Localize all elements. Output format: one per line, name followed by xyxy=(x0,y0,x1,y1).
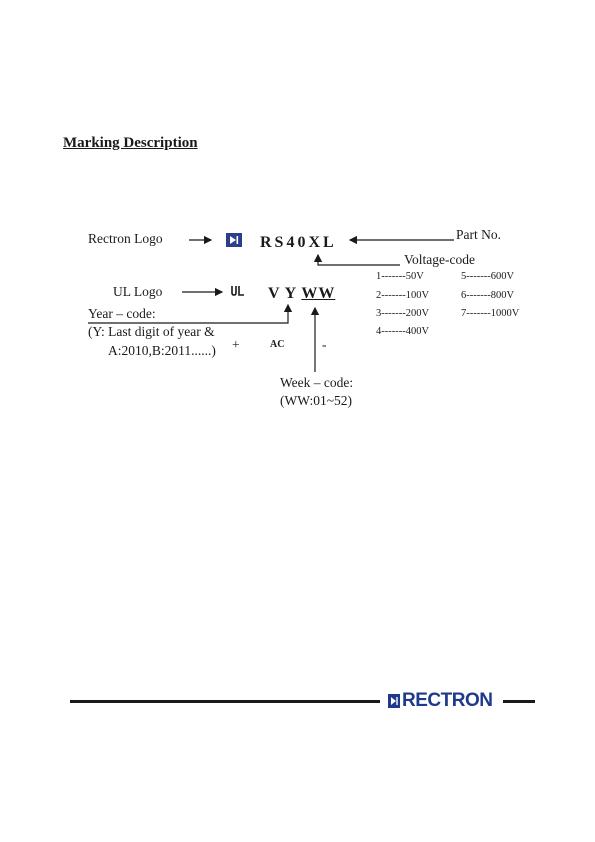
ac-terminal: AC xyxy=(270,339,285,350)
voltage-code-item: 1-------50V xyxy=(376,271,424,282)
date-code-marking: V Y WW xyxy=(268,285,335,303)
brand-name: RECTRON xyxy=(402,690,493,711)
plus-terminal: + xyxy=(232,337,240,352)
voltage-code-item: 3-------200V xyxy=(376,308,430,319)
voltage-code-item: 5-------600V xyxy=(461,271,515,282)
week-code-range: (WW:01~52) xyxy=(280,393,353,408)
voltage-code-label: Voltage-code xyxy=(404,252,475,267)
part-no-label: Part No. xyxy=(456,227,501,242)
year-code-desc: (Y: Last digit of year & xyxy=(88,324,215,339)
year-code-example: A:2010,B:2011......) xyxy=(108,343,216,358)
minus-terminal: - xyxy=(322,337,327,352)
voltage-code-item: 7-------1000V xyxy=(461,308,520,319)
week-code-label: Week – code: xyxy=(280,375,354,390)
voltage-code-item: 6-------800V xyxy=(461,290,515,301)
year-code-marking: V Y xyxy=(268,285,302,302)
voltage-code-item: 4-------400V xyxy=(376,326,430,337)
ul-logo-label: UL Logo xyxy=(113,284,163,299)
rectron-diode-logo-icon xyxy=(226,233,242,247)
rectron-logo-label: Rectron Logo xyxy=(88,231,163,246)
ul-recognized-mark-icon xyxy=(230,284,246,303)
year-code-label: Year – code: xyxy=(88,306,156,321)
page-title: Marking Description xyxy=(63,135,198,151)
voltage-code-item: 2-------100V xyxy=(376,290,430,301)
rectron-brand-logo-icon xyxy=(388,694,400,708)
part-number-marking: RS40XL xyxy=(260,234,337,251)
week-code-marking: WW xyxy=(301,285,336,302)
